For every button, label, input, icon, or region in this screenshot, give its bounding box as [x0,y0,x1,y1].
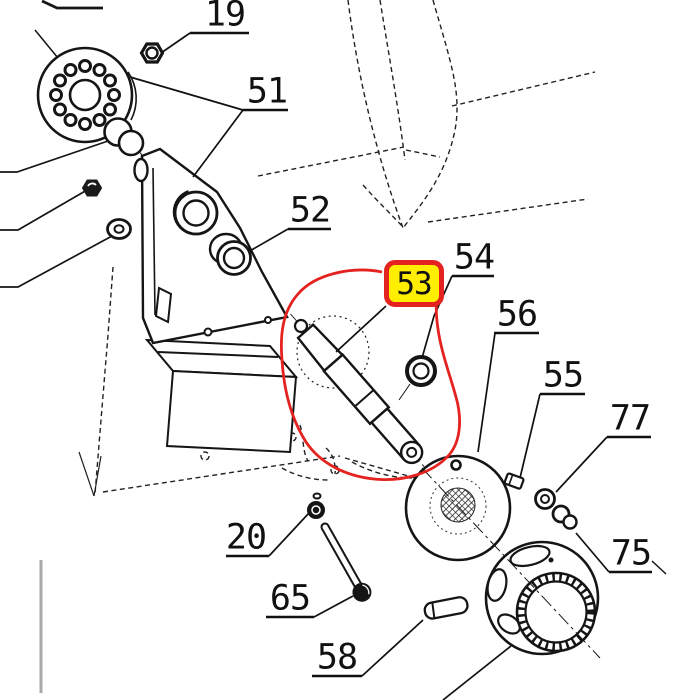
part-label-19[interactable]: 19 [204,0,246,35]
part-label-54[interactable]: 54 [453,237,495,278]
deck-arrow-ticks [78,451,102,497]
part-label-75[interactable]: 75 [610,533,652,574]
label-leader-lines [129,31,652,700]
part-label-20[interactable]: 20 [225,517,267,558]
bushing-52-drawing [208,232,252,276]
ring-nut-54-drawing [398,355,437,401]
part-label-51[interactable]: 51 [246,71,288,112]
washer-drawing [106,218,132,240]
axis-tick [651,560,667,575]
part-label-58[interactable]: 58 [316,637,358,678]
part-label-53-text: 53 [396,265,432,302]
phantom-frame-outline [94,0,596,495]
bolt-20-drawing [307,492,325,519]
pin-55-drawing [503,472,525,490]
part-label-52[interactable]: 52 [289,190,331,231]
selection-loop [279,268,461,481]
part-label-65[interactable]: 65 [269,578,311,619]
left-cutoff-leaders [0,140,113,288]
bolt-65-drawing [320,522,372,602]
part-label-53-highlighted[interactable]: 53 [384,260,444,307]
part-label-55[interactable]: 55 [542,355,584,396]
part-label-56[interactable]: 56 [496,294,538,335]
key-58-drawing [423,596,469,620]
pulley-disc-drawing [36,46,137,144]
shaft-53-drawing [290,313,430,474]
cover-disc-56-drawing [404,454,512,562]
cutoff-label-underline [41,0,103,10]
nut-19-drawing [139,42,165,64]
box-beam-drawing [144,338,299,454]
axis-centerline [421,467,601,659]
wheel-drawing [484,540,600,656]
washer-77-drawing [534,488,556,510]
small-nut-drawing [81,179,103,197]
housing-hole-dotted-circle [296,315,370,389]
bushing-drawing [103,117,145,157]
part-label-77[interactable]: 77 [609,398,651,439]
plug-75-drawing [551,504,578,530]
